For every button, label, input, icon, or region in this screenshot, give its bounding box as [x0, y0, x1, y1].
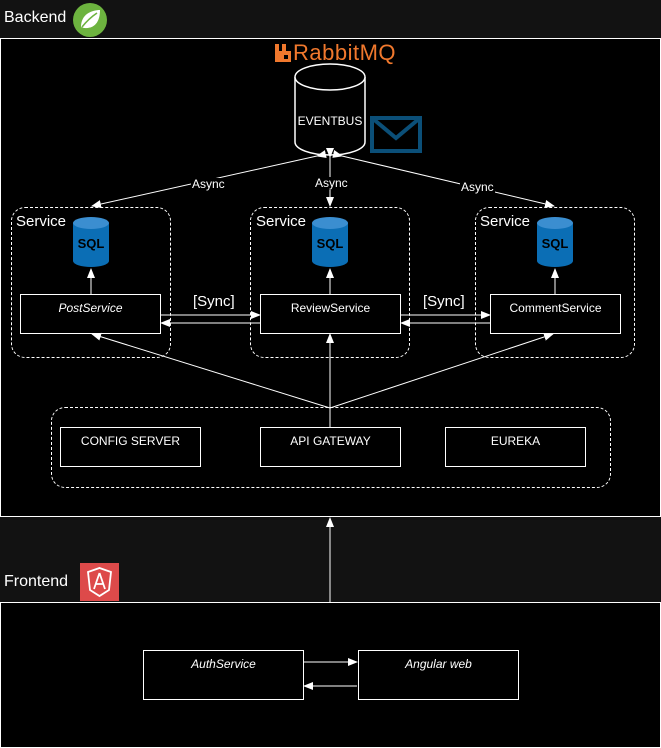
config-server-box[interactable]: CONFIG SERVER	[60, 427, 201, 467]
rabbitmq-logo-icon	[275, 44, 291, 62]
backend-title: Backend	[4, 9, 67, 26]
service-group-comment	[475, 207, 635, 358]
frontend-title: Frontend	[4, 573, 69, 590]
sync-label-post-review: [Sync]	[193, 293, 235, 310]
angular-web-box[interactable]: Angular web	[358, 650, 519, 700]
frontend-panel	[0, 602, 661, 748]
sync-label-review-comment: [Sync]	[423, 293, 465, 310]
service-group-label: Service	[16, 213, 67, 230]
angular-shield-icon	[80, 563, 119, 601]
sql-database-icon: SQL	[311, 216, 349, 268]
async-label-post: Async	[191, 177, 226, 191]
envelope-icon	[370, 116, 422, 153]
eventbus-cylinder-icon	[294, 63, 366, 156]
async-label-comment: Async	[460, 180, 495, 194]
auth-service-box[interactable]: AuthService	[143, 650, 304, 700]
sql-label: SQL	[77, 236, 105, 251]
service-group-label: Service	[480, 213, 531, 230]
service-group-label: Service	[256, 213, 307, 230]
eureka-box[interactable]: EUREKA	[445, 427, 586, 467]
rabbitmq-text: RabbitMQ	[293, 40, 397, 65]
review-service-box[interactable]: ReviewService	[260, 294, 401, 334]
sql-database-icon: SQL	[536, 216, 574, 268]
service-group-post	[11, 207, 171, 358]
spring-leaf-icon	[73, 3, 107, 37]
sql-database-icon: SQL	[72, 216, 110, 268]
comment-service-box[interactable]: CommentService	[490, 294, 621, 334]
sql-label: SQL	[316, 236, 344, 251]
eventbus-label: EVENTBUS	[297, 114, 363, 128]
async-label-review: Async	[314, 176, 349, 190]
api-gateway-box[interactable]: API GATEWAY	[260, 427, 401, 467]
post-service-box[interactable]: PostService	[20, 294, 161, 334]
sql-label: SQL	[541, 236, 569, 251]
